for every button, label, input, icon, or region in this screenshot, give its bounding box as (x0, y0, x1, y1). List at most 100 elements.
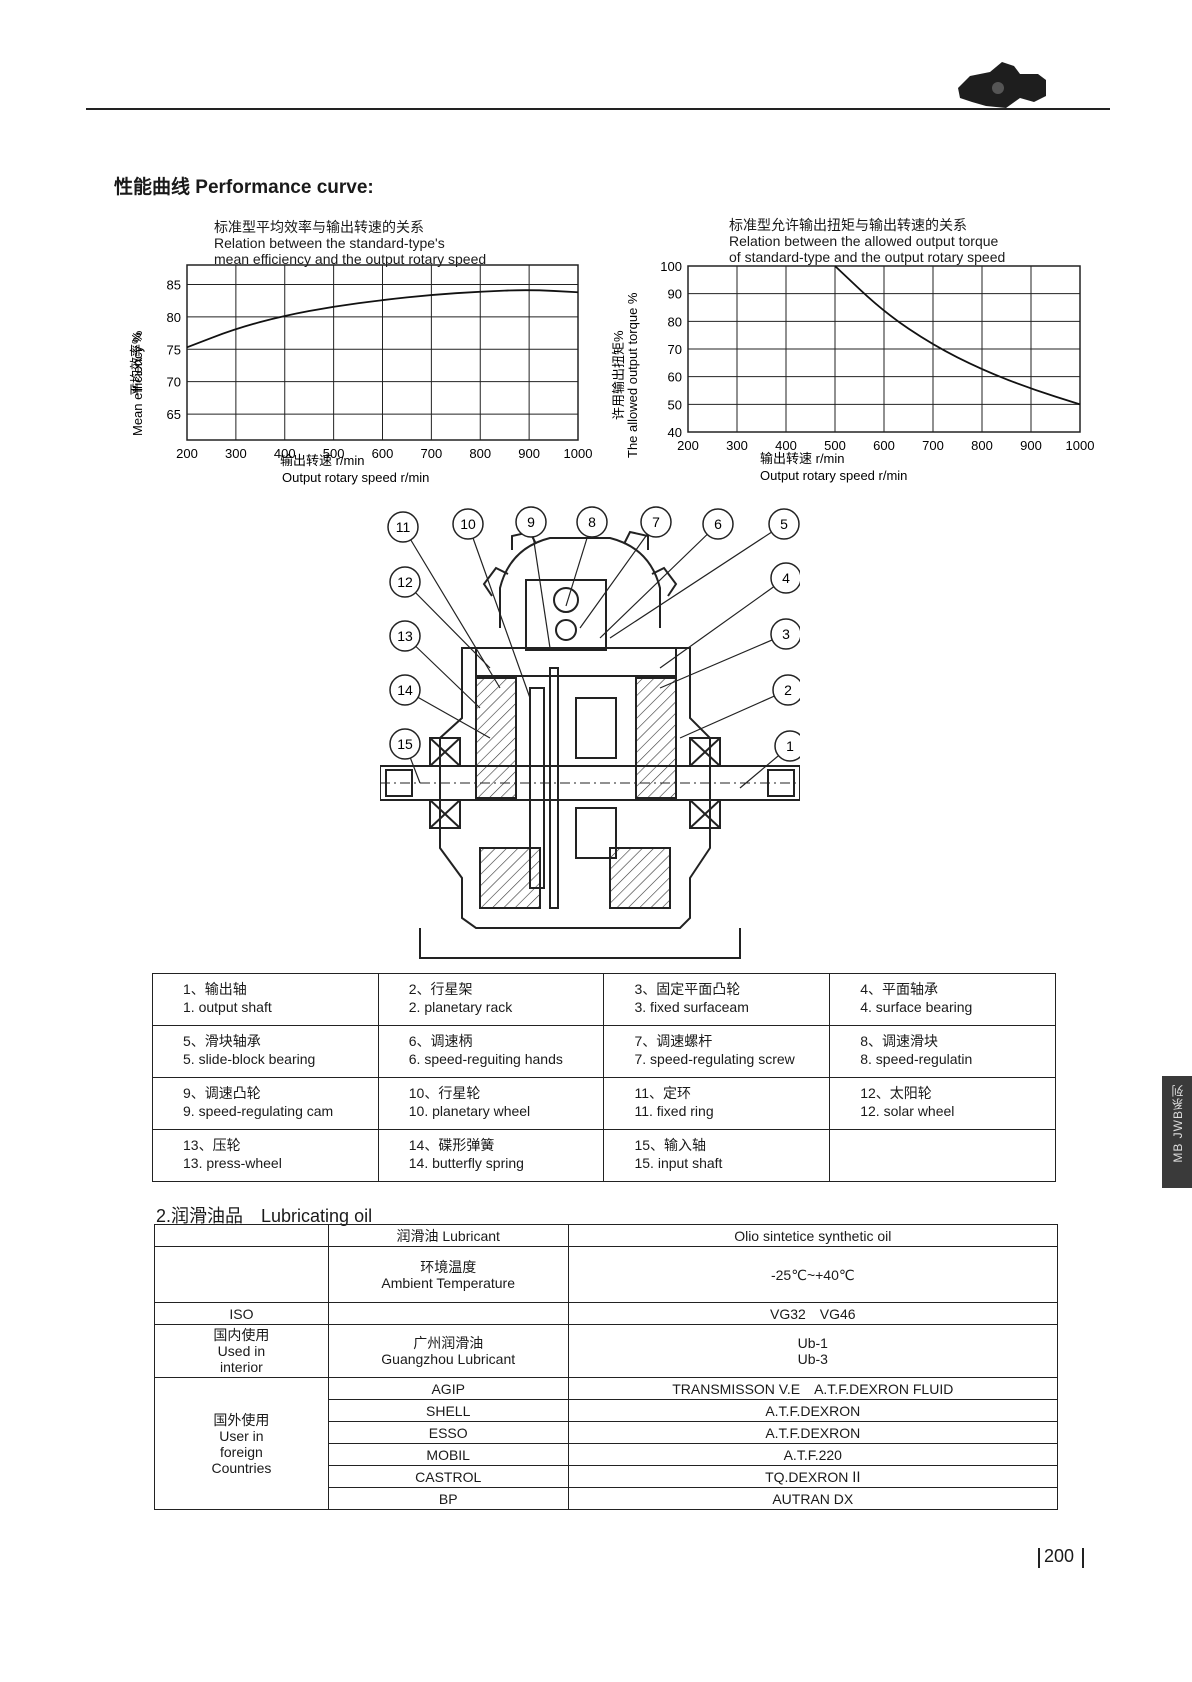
y-tick-label: 50 (668, 397, 682, 412)
side-tab-label: MB JWB系列 (1170, 1084, 1185, 1163)
callout-number: 6 (714, 516, 722, 532)
callout-circle (389, 620, 421, 652)
x-tick-label: 700 (421, 446, 443, 461)
callout-circle (576, 506, 608, 538)
part-name-en: 5. slide-block bearing (183, 1051, 316, 1067)
part-name-cn: 5、滑块轴承 (183, 1033, 261, 1049)
callout-leader (659, 633, 787, 689)
part-name-cn: 4、平面轴承 (860, 981, 939, 997)
callout-number: 4 (782, 570, 790, 586)
y-tick-label: 85 (167, 277, 181, 292)
lub-brand-name: BP (327, 1487, 569, 1510)
callout-circle (774, 730, 800, 762)
callout-leader (679, 689, 789, 739)
callout-number: 15 (397, 736, 413, 752)
callout-number: 5 (780, 516, 788, 532)
callout-circle (452, 508, 484, 540)
x-tick-label: 200 (176, 446, 198, 461)
x-tick-label: 500 (824, 438, 846, 453)
lub-synthetic-header: Olio sintetice synthetic oil (567, 1224, 1059, 1247)
lub-brand-name: CASTROL (327, 1465, 569, 1488)
part-name-cn: 13、压轮 (183, 1137, 241, 1153)
right-chart-title: 标准型允许输出扭矩与输出转速的关系 Relation between the a… (729, 217, 1005, 265)
part-name-cn: 11、定环 (634, 1085, 692, 1101)
callout-circle (387, 511, 419, 543)
part-name-en: 2. planetary rack (408, 999, 513, 1015)
part-name-en: 12. solar wheel (860, 1103, 955, 1119)
part-cell (829, 1129, 1056, 1182)
callout-number: 7 (652, 514, 660, 530)
lub-brand-name: AGIP (327, 1377, 569, 1400)
lub-temp-range: -25℃~+40℃ (567, 1246, 1059, 1303)
part-name-en: 11. fixed ring (634, 1103, 714, 1119)
lub-brand-value: A.T.F.220 (567, 1443, 1059, 1466)
left-chart-title-en2: mean efficiency and the output rotary sp… (214, 251, 487, 267)
part-cell: 11、定环 11. fixed ring (603, 1077, 831, 1130)
left-xlabel-cn: 输出转速 r/min (280, 453, 365, 468)
right-xlabel-en: Output rotary speed r/min (760, 468, 907, 483)
left-ylabel-cn: 平均效率% (129, 332, 144, 396)
callout-circle (770, 562, 800, 594)
callout-circle (389, 674, 421, 706)
x-tick-label: 900 (518, 446, 540, 461)
callout-circle (515, 506, 547, 538)
x-tick-label: 400 (775, 438, 797, 453)
section-side-tab: MB JWB系列 (1162, 1076, 1192, 1188)
y-tick-label: 40 (668, 425, 682, 440)
y-tick-label: 90 (668, 287, 682, 302)
y-tick-label: 75 (167, 342, 181, 357)
lub-brand-value: A.T.F.DEXRON (567, 1421, 1059, 1444)
part-name-en: 15. input shaft (634, 1155, 723, 1171)
callout-leader (609, 523, 785, 639)
lub-brand-name: ESSO (327, 1421, 569, 1444)
lub-cell-empty (154, 1246, 329, 1303)
callout-leader (530, 521, 551, 649)
left-chart-title: 标准型平均效率与输出转速的关系 Relation between the sta… (214, 219, 486, 267)
callout-number: 2 (784, 682, 792, 698)
y-tick-label: 100 (660, 259, 682, 274)
part-name-cn: 10、行星轮 (408, 1085, 481, 1101)
left-ylabel-en: Mean efficiency % (130, 330, 145, 436)
x-tick-label: 1000 (1066, 438, 1095, 453)
part-name-en: 9. speed-regulating cam (183, 1103, 334, 1119)
x-tick-label: 600 (873, 438, 895, 453)
lub-brand-name: SHELL (327, 1399, 569, 1422)
x-tick-label: 500 (323, 446, 345, 461)
part-name-cn: 8、调速滑块 (860, 1033, 939, 1049)
x-tick-label: 300 (726, 438, 748, 453)
part-name-cn: 2、行星架 (408, 981, 473, 997)
x-tick-label: 900 (1020, 438, 1042, 453)
callout-circle (770, 618, 800, 650)
part-name-cn: 3、固定平面凸轮 (634, 981, 741, 997)
left-chart-title-cn: 标准型平均效率与输出转速的关系 (214, 219, 424, 235)
right-chart-title-cn: 标准型允许输出扭矩与输出转速的关系 (729, 217, 967, 233)
x-tick-label: 700 (922, 438, 944, 453)
part-name-en: 14. butterfly spring (408, 1155, 524, 1171)
right-xlabel-cn: 输出转速 r/min (760, 451, 845, 466)
part-name-en: 10. planetary wheel (408, 1103, 531, 1119)
callout-circle (768, 508, 800, 540)
part-name-en: 8. speed-regulatin (860, 1051, 973, 1067)
part-name-en: 6. speed-reguiting hands (408, 1051, 563, 1067)
callout-circle (702, 508, 734, 540)
section-title: 性能曲线 Performance curve: (114, 177, 374, 198)
